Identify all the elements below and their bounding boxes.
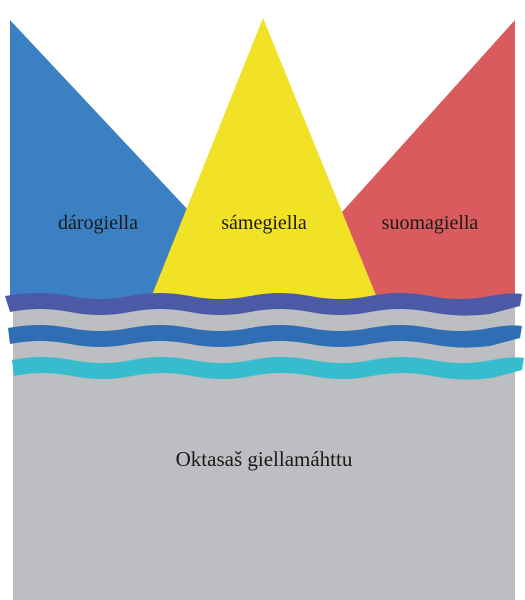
middle-language-shape [150,18,378,300]
left-language-shape [10,20,190,300]
right-language-label: suomagiella [382,212,479,234]
common-proficiency-label: Oktasaš giellamáhttu [176,447,353,471]
left-language-label: dárogiella [58,212,138,234]
right-language-shape [342,20,515,300]
middle-language-label: sámegiella [221,212,307,234]
